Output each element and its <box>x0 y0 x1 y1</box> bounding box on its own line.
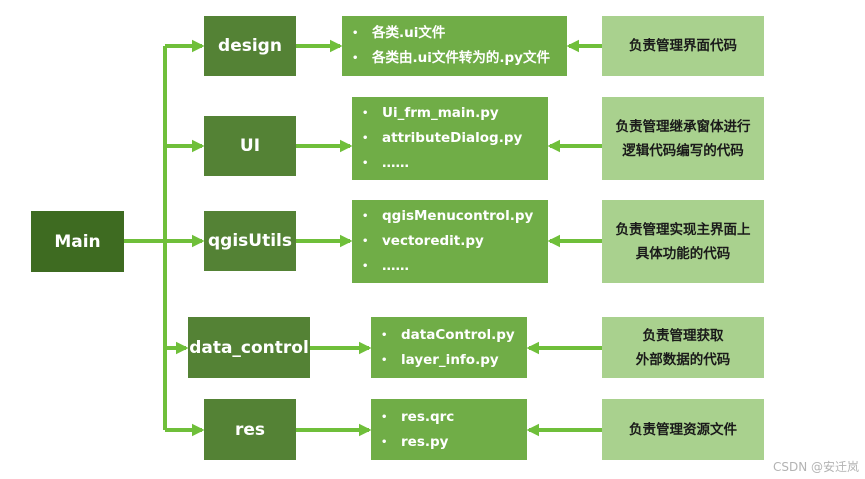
bullet-icon: • <box>362 108 369 119</box>
file-item: •各类.ui文件 <box>352 21 567 46</box>
module-res: res <box>204 399 296 460</box>
module-design: design <box>204 16 296 76</box>
watermark: CSDN @安迁岚 <box>772 460 859 474</box>
desc-res: 负责管理资源文件 <box>602 399 764 460</box>
module-label: qgisUtils <box>208 231 292 251</box>
files-ui: •Ui_frm_main.py •attributeDialog.py •…… <box>352 97 548 180</box>
module-label: res <box>234 419 266 440</box>
bullet-icon: • <box>362 211 369 222</box>
file-item: •layer_info.py <box>381 348 527 373</box>
bullet-icon: • <box>352 53 359 64</box>
module-ui: UI <box>204 116 296 176</box>
files-res: •res.qrc •res.py <box>371 399 527 460</box>
bullet-icon: • <box>362 261 369 272</box>
file-item: •vectoredit.py <box>362 229 548 254</box>
desc-ui: 负责管理继承窗体进行 逻辑代码编写的代码 <box>602 97 764 180</box>
bullet-icon: • <box>352 28 359 39</box>
files-data-control: •dataControl.py •layer_info.py <box>371 317 527 378</box>
file-item: •res.qrc <box>381 405 527 430</box>
module-qgisutils: qgisUtils <box>204 211 296 271</box>
main-node: Main <box>31 211 124 272</box>
file-item: •qgisMenucontrol.py <box>362 204 548 229</box>
file-item: •dataControl.py <box>381 323 527 348</box>
bullet-icon: • <box>362 158 369 169</box>
file-item: •Ui_frm_main.py <box>362 101 548 126</box>
bullet-icon: • <box>381 411 388 423</box>
files-qgisutils: •qgisMenucontrol.py •vectoredit.py •…… <box>352 200 548 283</box>
files-design: •各类.ui文件 •各类由.ui文件转为的.py文件 <box>342 16 567 76</box>
bullet-icon: • <box>362 236 369 247</box>
desc-design: 负责管理界面代码 <box>602 16 764 76</box>
desc-qgisutils: 负责管理实现主界面上 具体功能的代码 <box>602 200 764 283</box>
module-label: UI <box>239 136 261 156</box>
file-item: •…… <box>362 151 548 176</box>
desc-data-control: 负责管理获取 外部数据的代码 <box>602 317 764 378</box>
file-item: •各类由.ui文件转为的.py文件 <box>352 46 567 71</box>
module-label: data_control <box>189 337 309 358</box>
module-data-control: data_control <box>188 317 310 378</box>
file-item: •…… <box>362 254 548 279</box>
module-label: design <box>218 36 282 56</box>
bullet-icon: • <box>381 354 388 366</box>
bullet-icon: • <box>381 329 388 341</box>
main-label: Main <box>54 231 101 252</box>
bullet-icon: • <box>381 436 388 448</box>
file-item: •attributeDialog.py <box>362 126 548 151</box>
bullet-icon: • <box>362 133 369 144</box>
file-item: •res.py <box>381 430 527 455</box>
